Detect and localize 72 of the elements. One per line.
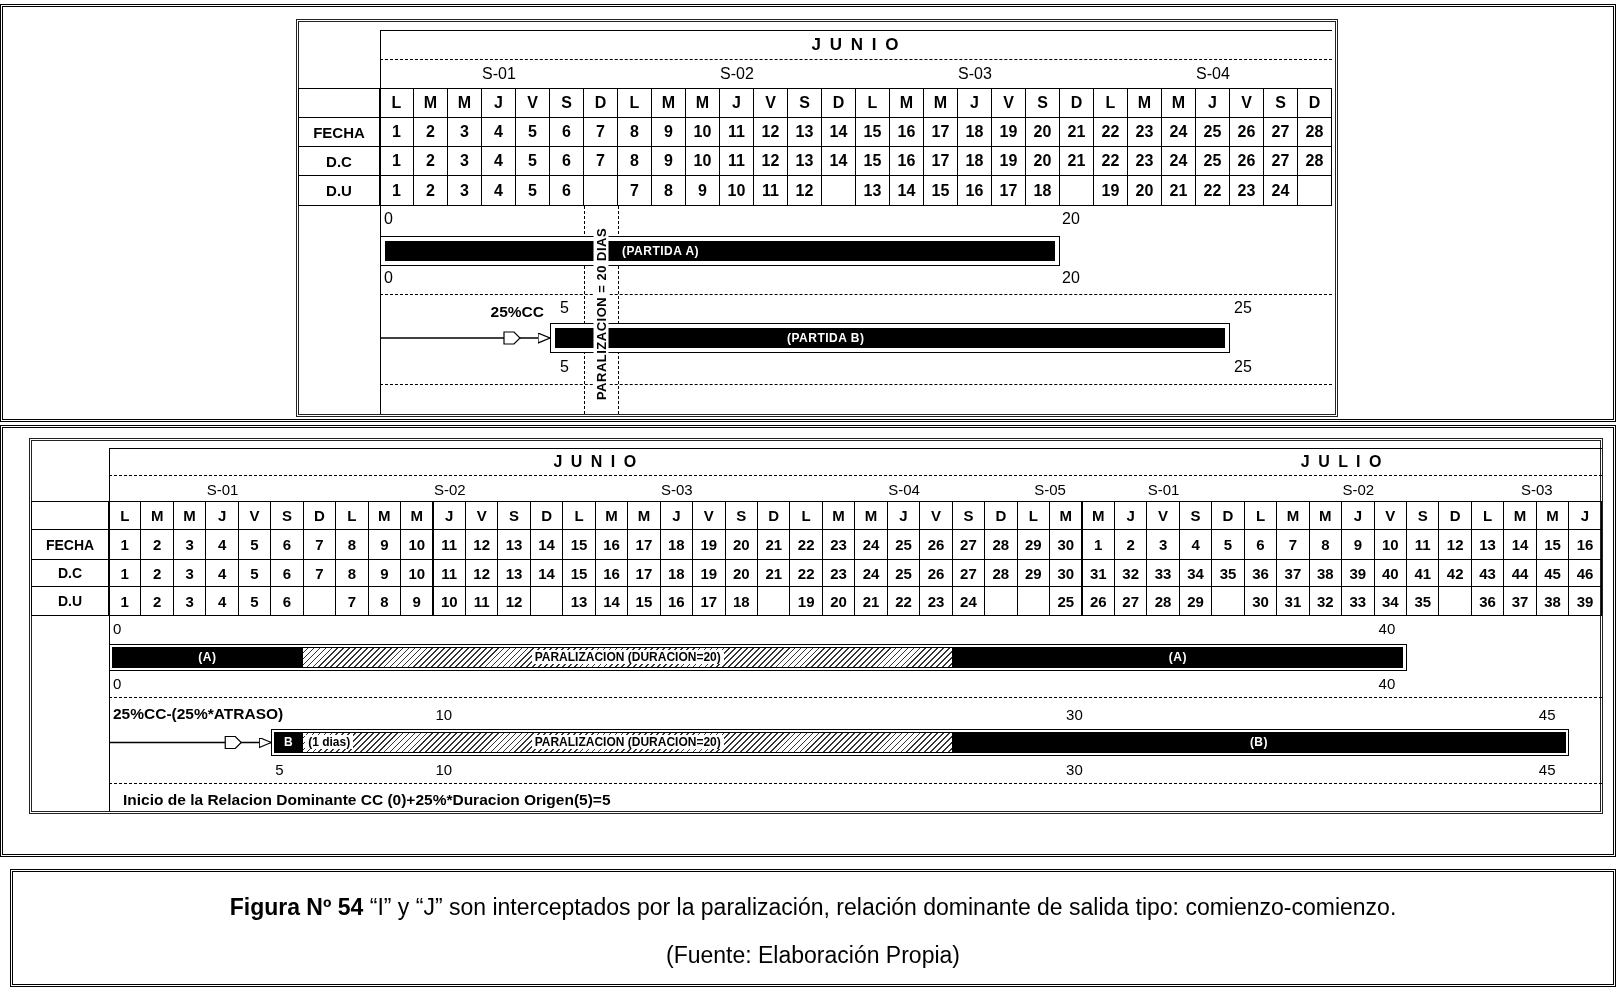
scale-number: 25 (1234, 358, 1252, 376)
scale-number: 5 (560, 299, 569, 317)
week-label: S-01 (1147, 480, 1180, 497)
scale-number: 0 (113, 674, 122, 692)
bar-label: (PARTIDA A) (622, 244, 700, 258)
scale-number: 25 (1234, 299, 1252, 317)
weekday-letter: M (1081, 501, 1115, 530)
day-number: 26 (1081, 586, 1115, 616)
week-label: S-03 (661, 480, 693, 497)
scale-number: 0 (384, 210, 393, 228)
task-bar-segment (111, 646, 304, 668)
scale-number: 30 (1066, 705, 1083, 723)
scale-number: 20 (1062, 210, 1080, 228)
weekday-letter: D (1297, 88, 1332, 118)
scale-number: 45 (1538, 705, 1556, 723)
task-bar-frame (271, 729, 1570, 756)
vertical-label: PARALIZACION = 20 DIAS (593, 225, 609, 403)
week-label: S-03 (1520, 480, 1553, 497)
day-number: 39 (1568, 586, 1602, 616)
scale-number: 10 (435, 760, 453, 778)
weekday-letter: J (1568, 501, 1602, 530)
bar-label: (A) (198, 650, 217, 664)
day-number: 10 (432, 586, 466, 616)
arrow (379, 332, 551, 344)
week-label: S-01 (482, 65, 516, 83)
task-bar-frame (109, 644, 1407, 671)
bar-label: PARALIZACION (DURACION=20) (531, 735, 724, 749)
offset-label: 25%CC-(25%*ATRASO) (113, 705, 284, 723)
source-note: (Fuente: Elaboración Propia) (665, 942, 961, 968)
bar-label: PARALIZACION (DURACION=20) (531, 650, 724, 664)
hatched-segment (303, 646, 953, 668)
month-label: J U L I O (1300, 452, 1384, 471)
arrow (108, 736, 272, 749)
row-header: D.U (31, 586, 109, 616)
weekday-letter: M (1049, 501, 1083, 530)
scale-number: 0 (113, 619, 122, 637)
week-label: S-04 (1196, 65, 1230, 83)
month-label: J U N I O (553, 452, 639, 471)
scale-number: 5 (275, 760, 284, 778)
weekday-letter: M (400, 501, 434, 530)
bar-label: (PARTIDA B) (787, 331, 865, 345)
bar-label: (1 dias) (305, 735, 354, 749)
scale-number: 20 (1062, 269, 1080, 287)
week-label: S-04 (888, 480, 920, 497)
offset-label: 25%CC (490, 303, 544, 321)
row-header: D.U (298, 175, 380, 206)
scale-number: 40 (1378, 619, 1396, 637)
month-label: J U N I O (811, 34, 901, 55)
scale-number: 45 (1538, 760, 1556, 778)
weekday-letter: J (432, 501, 466, 530)
day-number: 25 (1049, 586, 1083, 616)
day-number: 9 (400, 586, 434, 616)
bar-label: (B) (1249, 735, 1269, 749)
scale-number: 5 (560, 358, 569, 376)
week-label: S-01 (206, 480, 239, 497)
figure-caption: Figura Nº 54 “I” y “J” son interceptados por la paralización, relación dominante de salida tipo: comienzo-comienzo. (228, 894, 1398, 921)
week-label: S-02 (1342, 480, 1375, 497)
task-bar-segment (273, 731, 304, 753)
scale-number: 40 (1378, 674, 1396, 692)
scale-number: 0 (384, 269, 393, 287)
scale-number: 30 (1066, 760, 1083, 778)
bar-label: (A) (1168, 650, 1187, 664)
scale-number: 10 (435, 705, 453, 723)
hatched-segment (303, 731, 953, 753)
task-bar-segment (952, 731, 1566, 753)
week-label: S-02 (433, 480, 466, 497)
note-text: Inicio de la Relacion Dominante CC (0)+25%*Duracion Origen(5)=5 (123, 791, 611, 809)
week-label: S-03 (958, 65, 992, 83)
week-label: S-05 (1034, 480, 1066, 497)
bar-label: B (283, 735, 294, 749)
task-bar-segment (952, 646, 1404, 668)
week-label: S-02 (720, 65, 754, 83)
